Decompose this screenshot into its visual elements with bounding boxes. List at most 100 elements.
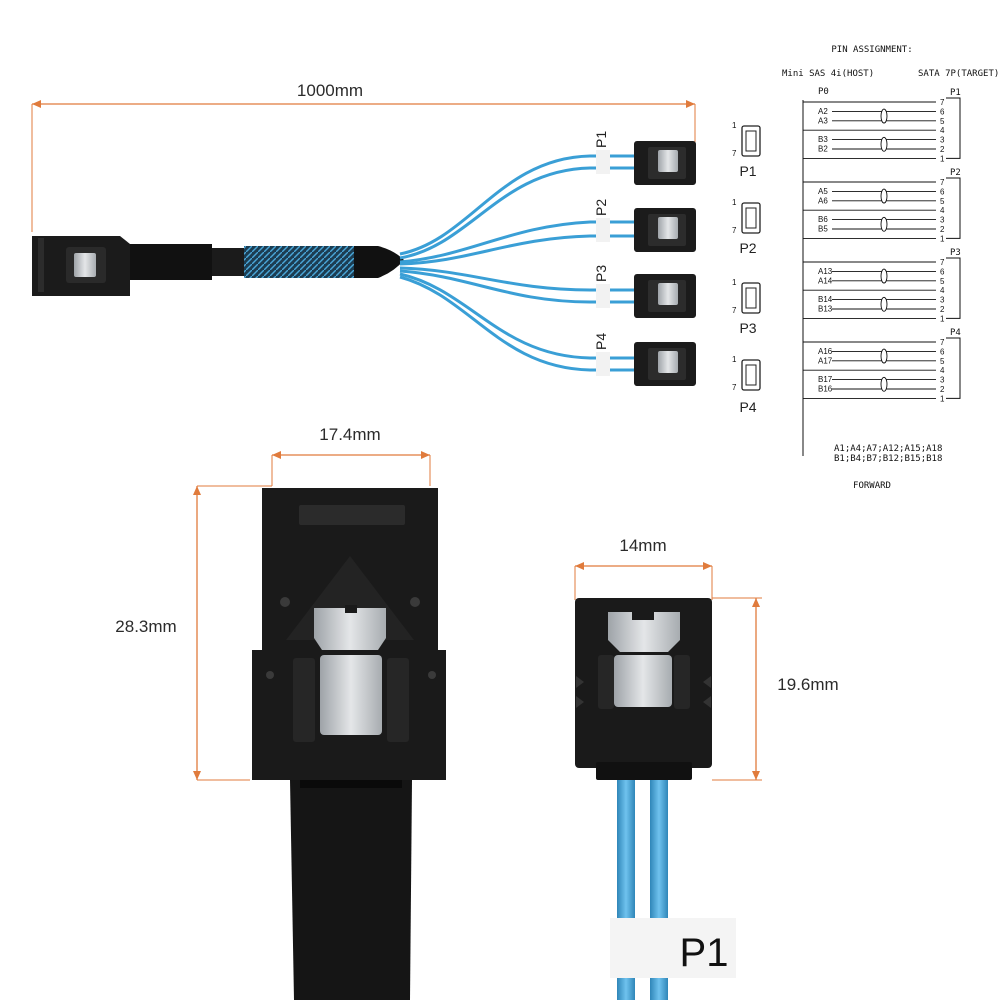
sata-pin-number: 5 — [940, 197, 945, 206]
sata-pin-number: 2 — [940, 145, 945, 154]
braided-sleeve — [244, 246, 404, 278]
port-label-p4: P4 — [593, 333, 609, 350]
twisted-pair-marker — [880, 268, 888, 284]
sata-latch — [608, 598, 680, 707]
sata-pinout-icon: 17 P1 — [732, 121, 761, 179]
pinout-label-p3: P3 — [739, 320, 756, 336]
svg-text:7: 7 — [732, 306, 737, 315]
svg-text:7: 7 — [732, 226, 737, 235]
pin-assignment-diagram: PIN ASSIGNMENT: Mini SAS 4i(HOST) SATA 7… — [782, 45, 999, 491]
sata-height-label: 19.6mm — [777, 675, 838, 694]
sata-pin-number: 6 — [940, 347, 945, 356]
host-label: Mini SAS 4i(HOST) — [782, 69, 874, 79]
sas-pin-label: A5 — [818, 187, 828, 196]
ground-a: A1;A4;A7;A12;A15;A18 — [834, 444, 942, 454]
sata-pin-number: 7 — [940, 258, 945, 267]
sas-pin-label: A3 — [818, 116, 828, 125]
sata-width-dimension: 14mm — [574, 536, 713, 600]
sas-pin-label: B14 — [818, 295, 833, 304]
sata-pinout-icon: 17 P3 — [732, 278, 761, 336]
pin-group-bracket — [946, 257, 961, 319]
sata-pin-number: 7 — [940, 338, 945, 347]
sata-pinout-icon: 1 7 P4 — [732, 355, 761, 415]
sas-pin-label: B16 — [818, 385, 833, 394]
sas-width-dimension: 17.4mm — [271, 425, 431, 486]
sata-pin-number: 1 — [940, 234, 945, 243]
sas-pin-label: B5 — [818, 225, 828, 234]
pin-group-label: P3 — [950, 248, 961, 258]
sas-pin-label: B3 — [818, 135, 828, 144]
fanout-wires — [399, 154, 640, 372]
port-p1: P1 17 P1 — [593, 121, 761, 185]
sas-height-label: 28.3mm — [115, 617, 176, 636]
sas-pin-label: B13 — [818, 305, 833, 314]
sata-connector-icon — [634, 141, 696, 185]
twisted-pair-marker — [880, 216, 888, 232]
svg-text:1: 1 — [732, 355, 737, 364]
port-p4: P4 1 7 P4 — [593, 333, 761, 415]
sas-pin-label: B6 — [818, 215, 828, 224]
sata-pinout-icon: 1 7 P2 — [732, 198, 761, 256]
pinout-label-p1: P1 — [739, 163, 756, 179]
sas-pin-label: A17 — [818, 356, 833, 365]
pin-group-label: P1 — [950, 88, 961, 98]
pin-group-bracket — [946, 177, 961, 239]
twisted-pair-marker — [880, 108, 888, 124]
sata-pin-number: 3 — [940, 296, 945, 305]
sata-pin-number: 5 — [940, 277, 945, 286]
svg-text:7: 7 — [732, 383, 737, 392]
pin-group-bracket — [946, 97, 961, 159]
sas-flat-cable — [290, 780, 412, 1000]
svg-text:7: 7 — [732, 149, 737, 158]
port-label-p1: P1 — [593, 131, 609, 148]
sata-width-label: 14mm — [619, 536, 666, 555]
sata-pin-number: 3 — [940, 136, 945, 145]
sata-connector-icon — [634, 274, 696, 318]
port-p3: P3 17 P3 — [593, 265, 761, 336]
sata-pin-number: 6 — [940, 187, 945, 196]
pin-group-label: P4 — [950, 328, 961, 338]
twisted-pair-marker — [880, 296, 888, 312]
sata-connector-icon — [634, 208, 696, 252]
twisted-pair-marker — [880, 188, 888, 204]
sata-pin-number: 4 — [940, 126, 945, 135]
sata-pin-number: 3 — [940, 216, 945, 225]
pin-group-bracket — [946, 337, 961, 399]
sas-pin-label: B17 — [818, 375, 833, 384]
svg-text:1: 1 — [732, 198, 737, 207]
port-p2: P2 1 7 P2 — [593, 198, 761, 256]
twisted-pair-marker — [880, 376, 888, 392]
pinout-label-p4: P4 — [739, 399, 756, 415]
sata-pin-number: 7 — [940, 178, 945, 187]
sata-pin-number: 2 — [940, 385, 945, 394]
sas-pin-label: A6 — [818, 196, 828, 205]
pin-assignment-footer: FORWARD — [853, 481, 891, 491]
sata-pin-number: 6 — [940, 107, 945, 116]
sata-pin-number: 2 — [940, 305, 945, 314]
pin-groups: P17654321A2A3B3B2P27654321A5A6B6B5P37654… — [803, 88, 961, 403]
ground-b: B1;B4;B7;B12;B15;B18 — [834, 454, 942, 464]
sata-pin-number: 3 — [940, 376, 945, 385]
sata-pin-number: 4 — [940, 286, 945, 295]
cable-assembly: 1000mm P1 — [31, 81, 761, 415]
sata-closeup: 14mm 19.6mm P1 — [574, 536, 839, 1000]
sata-pin-number: 5 — [940, 357, 945, 366]
port-label-p3: P3 — [593, 265, 609, 282]
sata-pin-number: 1 — [940, 394, 945, 403]
sas-pin-label: A16 — [818, 347, 833, 356]
sata-pin-number: 7 — [940, 98, 945, 107]
pinout-label-p2: P2 — [739, 240, 756, 256]
sas-latch — [314, 605, 386, 735]
sata-pin-number: 1 — [940, 154, 945, 163]
sas-pin-label: A14 — [818, 276, 833, 285]
closeup-port-label: P1 — [680, 931, 729, 975]
sas-width-label: 17.4mm — [319, 425, 380, 444]
sas-pin-label: A13 — [818, 267, 833, 276]
sata-pin-number: 1 — [940, 314, 945, 323]
length-label: 1000mm — [297, 81, 363, 100]
sata-pin-number: 5 — [940, 117, 945, 126]
pin-assignment-title: PIN ASSIGNMENT: — [831, 45, 912, 55]
